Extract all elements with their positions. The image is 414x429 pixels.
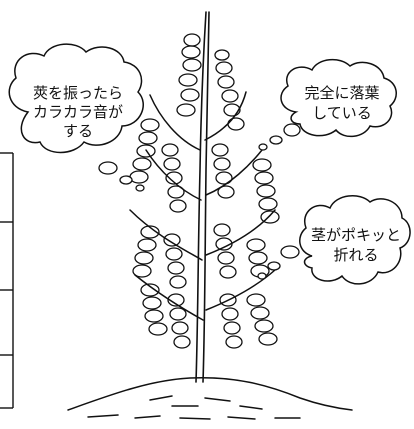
pod-cluster-right-middle bbox=[213, 223, 270, 279]
callout-stem-snaps-dot bbox=[267, 261, 281, 271]
callout-stem-snaps-dot bbox=[280, 245, 300, 259]
callout-pod-rattle-dot bbox=[98, 161, 118, 175]
pod-cluster-left-lower bbox=[140, 283, 191, 349]
callout-stem-snaps-outline bbox=[299, 195, 411, 285]
ground-mound bbox=[67, 376, 353, 420]
pod-cluster-left-upper bbox=[129, 118, 187, 213]
callout-pod-rattle-dot bbox=[135, 184, 145, 192]
plant-branches bbox=[129, 91, 276, 321]
pod-cluster-right-lower bbox=[219, 293, 278, 349]
callout-leaves-fallen-line-2: している bbox=[312, 104, 372, 122]
callout-leaves-fallen-dot bbox=[258, 143, 268, 151]
callout-pod-rattle-outline bbox=[8, 43, 144, 154]
callout-stem-snaps-line-2: 折れる bbox=[333, 246, 378, 264]
pod-cluster-left-middle bbox=[132, 225, 187, 289]
pod-cluster-right-upper bbox=[211, 143, 280, 224]
callout-stem-snaps-line-1: 茎がポキッと bbox=[311, 226, 401, 244]
table-fragment bbox=[0, 152, 14, 409]
callout-pod-rattle-line-3: する bbox=[63, 122, 93, 140]
callout-leaves-fallen: 完全に落葉 している bbox=[258, 58, 397, 151]
pod-cluster-top bbox=[176, 33, 245, 131]
callout-pod-rattle-dot bbox=[119, 175, 133, 185]
callout-leaves-fallen-dot bbox=[283, 123, 301, 137]
seed-pods bbox=[129, 33, 280, 349]
plant-stem bbox=[195, 11, 210, 383]
callout-leaves-fallen-outline bbox=[280, 58, 397, 138]
callout-pod-rattle-line-2: カラカラ音が bbox=[33, 103, 123, 121]
callout-leaves-fallen-line-1: 完全に落葉 bbox=[304, 84, 379, 102]
callout-pod-rattle: 莢を振ったら カラカラ音が する bbox=[8, 43, 145, 192]
callout-leaves-fallen-dot bbox=[269, 135, 283, 145]
callout-pod-rattle-line-1: 莢を振ったら bbox=[33, 84, 123, 102]
callout-stem-snaps-dot bbox=[257, 272, 267, 280]
callout-stem-snaps: 茎がポキッと 折れる bbox=[257, 195, 411, 285]
